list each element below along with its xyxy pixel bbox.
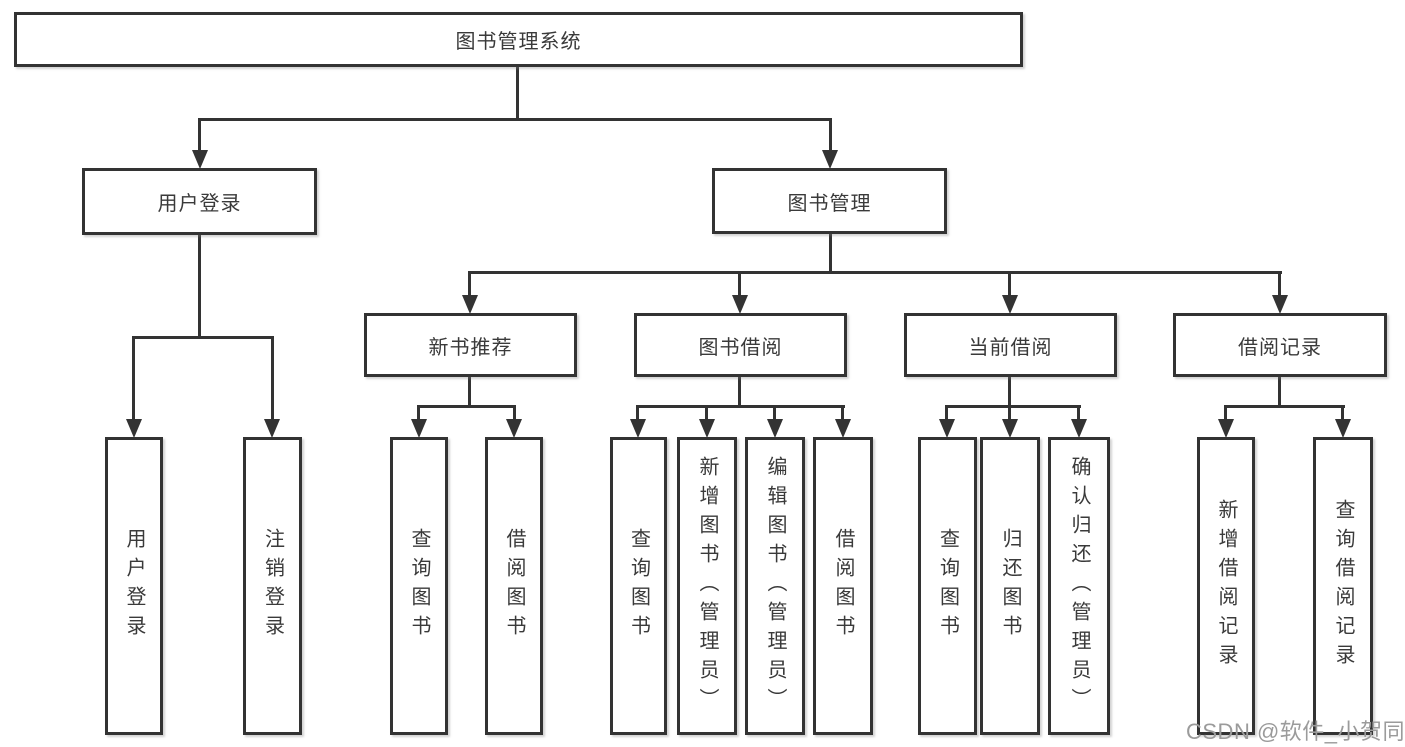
arrow-down-icon xyxy=(732,295,748,314)
drop-line xyxy=(945,405,948,419)
drop-line xyxy=(636,405,639,419)
arrow-down-icon xyxy=(630,419,646,438)
drop-line xyxy=(841,405,844,419)
root-stem-line xyxy=(516,67,519,120)
node-root-library-system: 图书管理系统 xyxy=(14,12,1023,67)
csdn-watermark: CSDN @软件_小贺同学 xyxy=(1186,719,1405,744)
arrow-down-icon xyxy=(462,295,478,314)
node-label: 图书借阅 xyxy=(698,336,783,359)
leaf-label: 新增图书（管理员） xyxy=(696,455,718,717)
node-current-borrowing: 当前借阅 xyxy=(904,313,1117,377)
arrow-down-icon xyxy=(822,150,838,169)
leaf-logout: 注销登录 xyxy=(243,437,302,735)
arrow-down-icon xyxy=(767,419,783,438)
leaf-confirm-return-admin: 确认归还（管理员） xyxy=(1048,437,1110,735)
arrow-down-icon xyxy=(1002,295,1018,314)
arrow-down-icon xyxy=(411,419,427,438)
records-stem-line xyxy=(1278,377,1281,407)
node-label: 图书管理系统 xyxy=(455,31,582,53)
drop-line xyxy=(1008,271,1011,295)
user-login-stem-line xyxy=(198,235,201,338)
drop-line xyxy=(513,405,516,419)
arrow-down-icon xyxy=(1272,295,1288,314)
arrow-down-icon xyxy=(835,419,851,438)
node-book-borrowing: 图书借阅 xyxy=(634,313,847,377)
node-borrowing-records: 借阅记录 xyxy=(1173,313,1387,377)
node-user-login: 用户登录 xyxy=(82,168,317,235)
arrow-down-icon xyxy=(1002,419,1018,438)
drop-line xyxy=(829,118,832,150)
leaf-query-books-borrowing: 查询图书 xyxy=(610,437,667,735)
node-label: 借阅记录 xyxy=(1238,336,1322,359)
drop-line xyxy=(1341,405,1344,419)
arrow-down-icon xyxy=(699,419,715,438)
node-label: 图书管理 xyxy=(787,192,872,215)
leaf-label: 查询图书 xyxy=(408,528,430,644)
drop-line xyxy=(773,405,776,419)
node-label: 用户登录 xyxy=(157,193,242,215)
book-mgmt-branch-line xyxy=(468,271,1282,274)
drop-line xyxy=(1224,405,1227,419)
leaf-borrow-books-recommend: 借阅图书 xyxy=(485,437,543,735)
drop-line xyxy=(738,271,741,295)
book-mgmt-stem-line xyxy=(829,234,832,273)
leaf-label: 注销登录 xyxy=(261,528,284,644)
leaf-return-book: 归还图书 xyxy=(980,437,1040,735)
node-new-book-recommend: 新书推荐 xyxy=(364,313,577,377)
leaf-query-books-recommend: 查询图书 xyxy=(390,437,448,735)
leaf-label: 归还图书 xyxy=(999,528,1021,644)
arrow-down-icon xyxy=(1335,419,1351,438)
leaf-label: 查询图书 xyxy=(627,528,650,644)
drop-line xyxy=(1278,271,1281,295)
leaf-add-borrow-record: 新增借阅记录 xyxy=(1197,437,1255,735)
user-login-branch-line xyxy=(132,336,274,339)
drop-line xyxy=(705,405,708,419)
node-label: 当前借阅 xyxy=(968,336,1053,359)
arrow-down-icon xyxy=(1071,419,1087,438)
leaf-label: 借阅图书 xyxy=(503,528,525,644)
leaf-query-books-current: 查询图书 xyxy=(918,437,977,735)
records-branch-line xyxy=(1224,405,1345,408)
current-borrow-stem-line xyxy=(1008,377,1011,407)
leaf-label: 查询图书 xyxy=(936,528,959,644)
new-book-branch-line xyxy=(417,405,516,408)
drop-line xyxy=(271,336,274,419)
drop-line xyxy=(1077,405,1080,419)
drop-line xyxy=(417,405,420,419)
book-borrow-stem-line xyxy=(738,377,741,407)
leaf-borrow-books: 借阅图书 xyxy=(813,437,873,735)
node-book-management: 图书管理 xyxy=(712,168,947,234)
arrow-down-icon xyxy=(506,419,522,438)
leaf-query-borrow-record: 查询借阅记录 xyxy=(1313,437,1373,735)
current-borrow-branch-line xyxy=(945,405,1081,408)
leaf-label: 查询借阅记录 xyxy=(1332,499,1354,673)
leaf-label: 确认归还（管理员） xyxy=(1068,455,1090,717)
drop-line xyxy=(198,118,201,150)
leaf-edit-book-admin: 编辑图书（管理员） xyxy=(745,437,805,735)
leaf-label: 编辑图书（管理员） xyxy=(764,455,786,717)
arrow-down-icon xyxy=(192,150,208,169)
arrow-down-icon xyxy=(1218,419,1234,438)
drop-line xyxy=(468,271,471,295)
leaf-add-book-admin: 新增图书（管理员） xyxy=(677,437,737,735)
node-label: 新书推荐 xyxy=(428,336,513,359)
arrow-down-icon xyxy=(126,419,142,438)
leaf-user-login: 用户登录 xyxy=(105,437,163,735)
arrow-down-icon xyxy=(264,419,280,438)
leaf-label: 用户登录 xyxy=(123,528,145,644)
leaf-label: 新增借阅记录 xyxy=(1215,499,1237,673)
book-borrow-branch-line xyxy=(636,405,845,408)
root-branch-line xyxy=(198,118,832,121)
drop-line xyxy=(132,336,135,419)
new-book-stem-line xyxy=(468,377,471,407)
leaf-label: 借阅图书 xyxy=(832,528,854,644)
arrow-down-icon xyxy=(939,419,955,438)
drop-line xyxy=(1008,405,1011,419)
